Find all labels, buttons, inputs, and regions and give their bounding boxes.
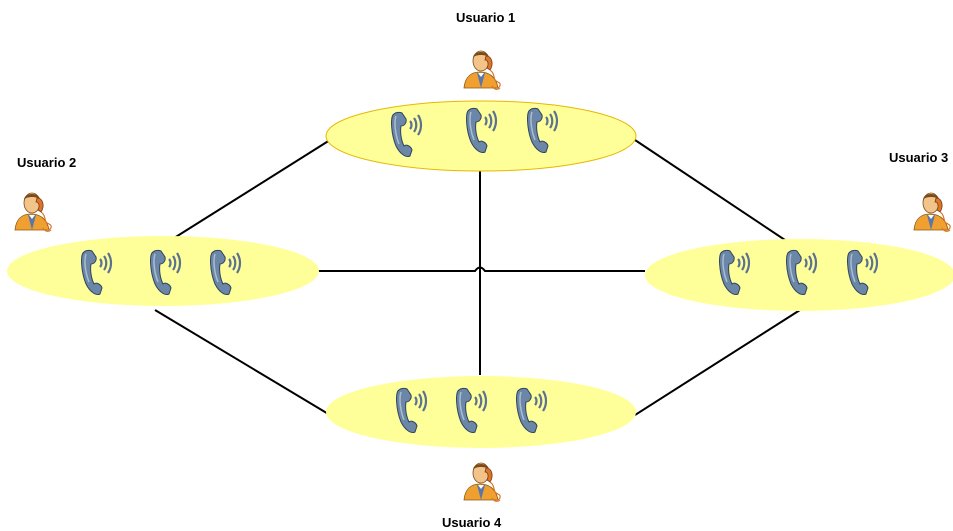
link-user2-user4 [154, 309, 331, 416]
node-user4 [326, 376, 636, 448]
node-user1 [325, 100, 637, 172]
node-ellipse [325, 100, 637, 172]
link-user1-user2 [154, 139, 331, 251]
node-user3 [645, 239, 953, 311]
person-on-phone-icon [913, 192, 951, 232]
user-label-3: Usuario 3 [889, 150, 949, 165]
node-ellipse [326, 376, 636, 448]
person-on-phone-icon [14, 192, 52, 232]
links [154, 139, 801, 416]
link-user1-user3 [634, 139, 801, 251]
user-label-4: Usuario 4 [442, 515, 502, 530]
node-ellipse [7, 236, 319, 306]
user-label-2: Usuario 2 [17, 155, 77, 170]
person-on-phone-icon [463, 462, 501, 502]
person-on-phone-icon [463, 50, 501, 90]
link-user2-user3 [318, 266, 645, 272]
user-label-1: Usuario 1 [456, 10, 516, 25]
link-user3-user4 [634, 309, 801, 416]
node-user2 [7, 236, 319, 306]
node-ellipse [645, 239, 953, 311]
